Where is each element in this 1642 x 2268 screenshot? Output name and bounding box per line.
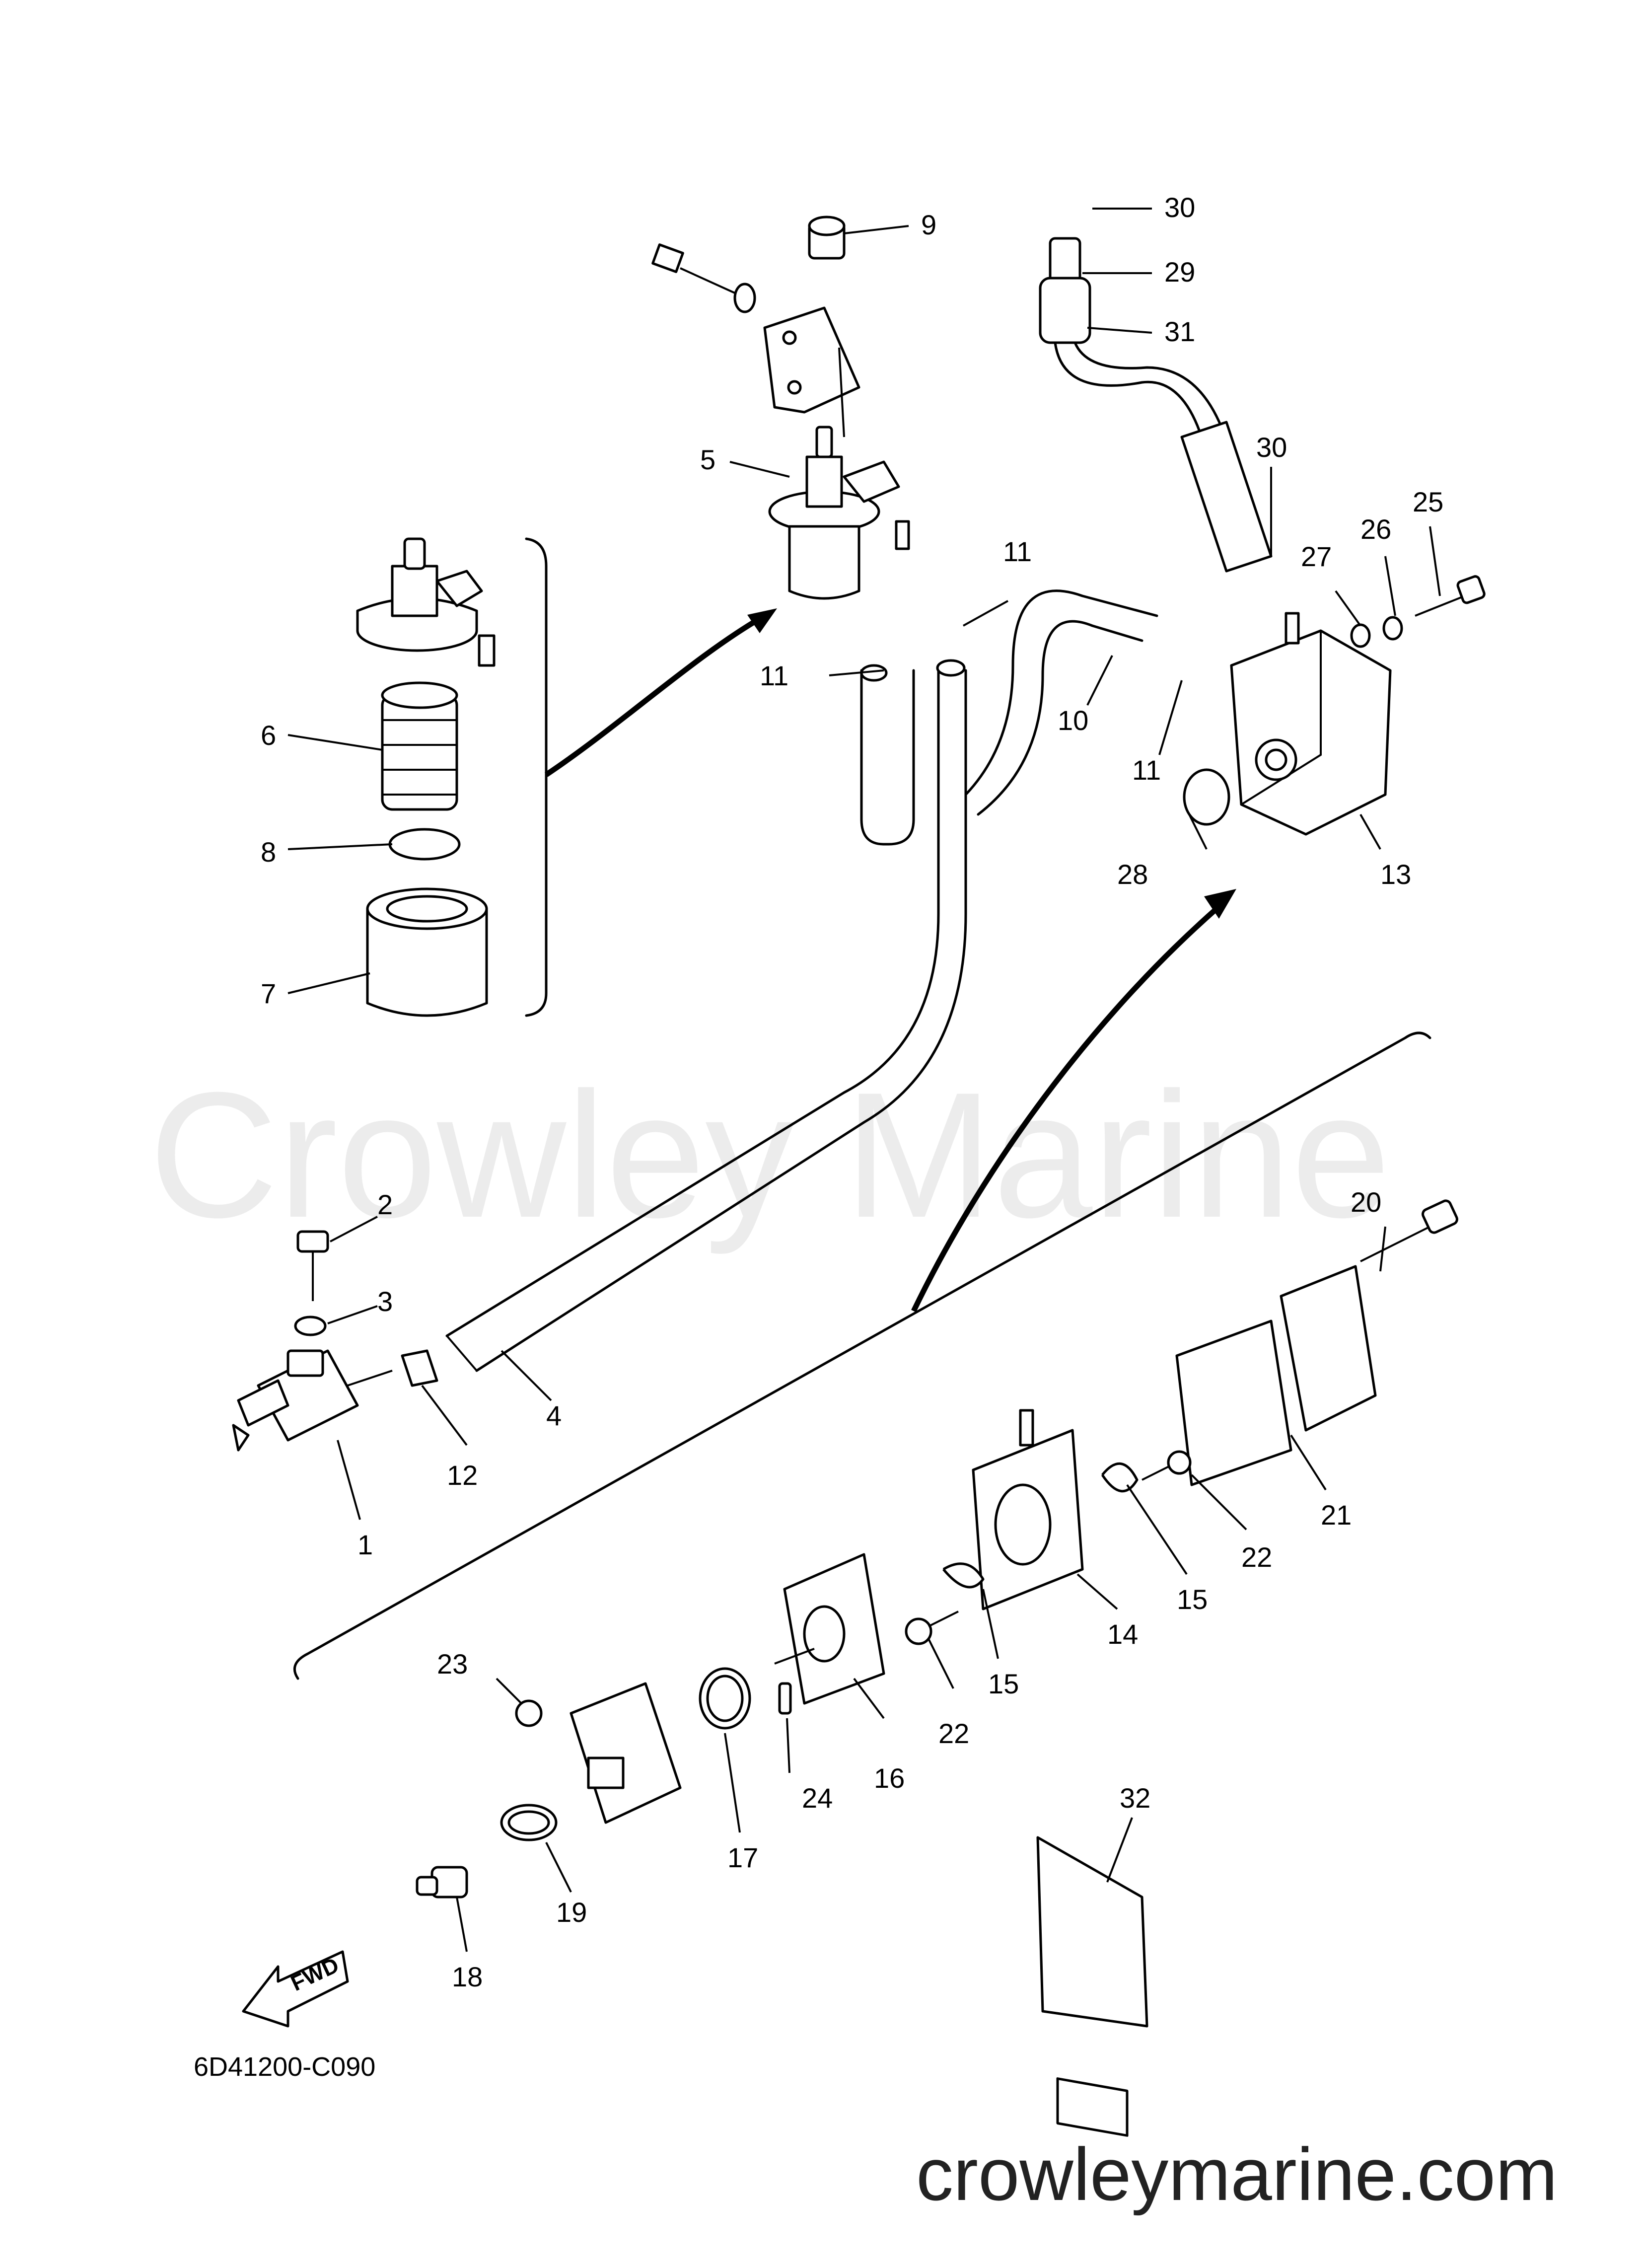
u-hose (860, 669, 915, 846)
leader-lines (287, 208, 1441, 1952)
callout-14: 14 (1107, 1618, 1138, 1650)
footer-url: crowleymarine.com (916, 2132, 1558, 2216)
drawing-code: 6D41200-C090 (194, 2052, 375, 2082)
screw-22a (1142, 1450, 1192, 1481)
fuel-pump-13 (1230, 612, 1392, 836)
check-valve-15b (942, 1562, 985, 1589)
detail-arrow (544, 613, 766, 777)
bolt-top (651, 243, 756, 313)
callout-19: 19 (556, 1897, 587, 1928)
nut-9 (808, 216, 846, 260)
watermark: Crowley Marine (149, 1055, 1391, 1256)
callout-30b: 30 (1256, 432, 1287, 463)
callout-29: 29 (1164, 256, 1195, 288)
cover-21 (1280, 1265, 1377, 1432)
screw-25 (1415, 575, 1486, 617)
hose-top (1039, 237, 1273, 573)
callout-16: 16 (874, 1762, 905, 1794)
callout-24: 24 (802, 1782, 833, 1814)
hose-10-a (964, 589, 1158, 796)
detail-arrow-head (747, 608, 777, 633)
plunger-18 (416, 1866, 468, 1899)
callout-28: 28 (1117, 859, 1148, 890)
divider-line (293, 1031, 1431, 1680)
callout-15b: 15 (988, 1668, 1019, 1699)
callout-31: 31 (1164, 316, 1195, 347)
callout-20: 20 (1351, 1186, 1381, 1218)
callout-9: 9 (921, 209, 936, 240)
screw-22b (905, 1610, 959, 1645)
callout-3: 3 (377, 1286, 393, 1317)
callout-2: 2 (377, 1189, 393, 1220)
detail-bracket (525, 537, 548, 1017)
callout-11a: 11 (1003, 536, 1032, 567)
fwd-arrow: FWD (242, 1950, 349, 2028)
callout-13: 13 (1380, 859, 1411, 890)
callout-12: 12 (447, 1460, 478, 1491)
callout-7: 7 (261, 978, 276, 1009)
hose-10-b (977, 620, 1143, 816)
filter-cap (356, 537, 496, 667)
filter-bracket (763, 306, 860, 438)
washer-26 (1382, 616, 1403, 641)
filter-element (381, 681, 458, 811)
screw-20 (1360, 1199, 1458, 1262)
callout-17: 17 (727, 1842, 758, 1873)
clip-12 (401, 1349, 438, 1387)
spring-17 (699, 1667, 751, 1730)
callout-26: 26 (1360, 513, 1391, 545)
pump-body-14 (972, 1409, 1084, 1610)
callout-32: 32 (1120, 1782, 1150, 1814)
callout-23: 23 (437, 1648, 468, 1680)
callout-11b: 11 (760, 660, 788, 691)
callout-10: 10 (1058, 705, 1088, 736)
pump-cover (570, 1682, 682, 1824)
diaphragm-16 (774, 1553, 885, 1705)
nut-23 (515, 1699, 543, 1727)
callout-4: 4 (546, 1400, 562, 1431)
callouts: 9 30 29 31 5 30 11 11 10 11 28 13 27 26 … (261, 192, 1443, 1992)
callout-18: 18 (452, 1961, 483, 1992)
diaphragm-21 (1175, 1319, 1292, 1486)
filter-cup (366, 887, 488, 1017)
check-valve-15a (1101, 1462, 1139, 1493)
pin-24 (778, 1682, 792, 1715)
callout-8: 8 (261, 836, 276, 868)
callout-1: 1 (357, 1529, 373, 1560)
callout-15a: 15 (1177, 1584, 1208, 1615)
washer-3 (294, 1316, 327, 1336)
callout-22a: 22 (1241, 1541, 1272, 1573)
hose-4-a (445, 669, 940, 1337)
callout-21: 21 (1321, 1499, 1352, 1531)
pump-arrow (911, 906, 1218, 1313)
fuel-joint-1 (232, 1349, 393, 1452)
hose-4-b (475, 669, 967, 1372)
label-32 (1036, 1836, 1148, 2137)
callout-27: 27 (1301, 541, 1332, 572)
callout-22b: 22 (938, 1718, 969, 1749)
pump-arrow-head (1204, 889, 1236, 919)
callout-25: 25 (1413, 486, 1443, 517)
o-ring-8 (388, 828, 461, 861)
callout-11c: 11 (1132, 754, 1161, 786)
callout-5: 5 (700, 444, 715, 475)
callout-30: 30 (1164, 192, 1195, 223)
spring-19 (500, 1804, 558, 1841)
fuel-filter-5 (768, 426, 910, 600)
washer-27 (1350, 623, 1371, 648)
o-ring-28 (1183, 768, 1230, 826)
bolt-2 (296, 1230, 329, 1301)
callout-6: 6 (261, 720, 276, 751)
